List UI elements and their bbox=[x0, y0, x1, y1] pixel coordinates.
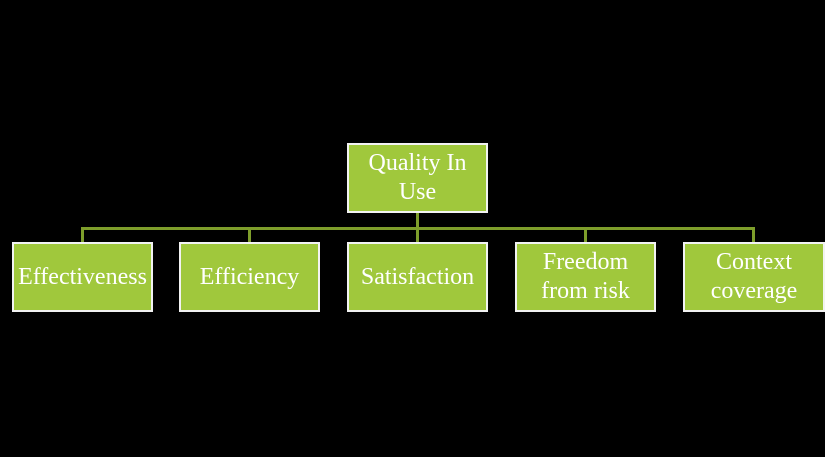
node-label-line: Satisfaction bbox=[360, 263, 475, 290]
node-satisfaction: Satisfaction bbox=[347, 242, 488, 312]
connector-drop-context-coverage bbox=[752, 228, 755, 242]
connector-drop-efficiency bbox=[248, 228, 251, 242]
node-quality-in-use: Quality In Use bbox=[347, 143, 488, 213]
node-label-line: Effectiveness bbox=[18, 263, 147, 290]
node-label-line: Context bbox=[716, 249, 792, 275]
connector-drop-freedom-from-risk bbox=[584, 228, 587, 242]
node-context-coverage: Context coverage bbox=[683, 242, 825, 312]
node-label-line: coverage bbox=[710, 278, 798, 304]
node-label-line: Quality In bbox=[368, 150, 467, 176]
node-efficiency: Efficiency bbox=[179, 242, 320, 312]
connector-drop-effectiveness bbox=[81, 228, 84, 242]
node-freedom-from-risk: Freedom from risk bbox=[515, 242, 656, 312]
node-label-line: Use bbox=[398, 179, 437, 205]
node-label-line: from risk bbox=[541, 278, 630, 304]
connector-root-stub bbox=[416, 212, 419, 230]
node-label-line: Efficiency bbox=[199, 263, 300, 290]
connector-drop-satisfaction bbox=[416, 228, 419, 242]
node-effectiveness: Effectiveness bbox=[12, 242, 153, 312]
node-label-line: Freedom bbox=[542, 249, 629, 275]
